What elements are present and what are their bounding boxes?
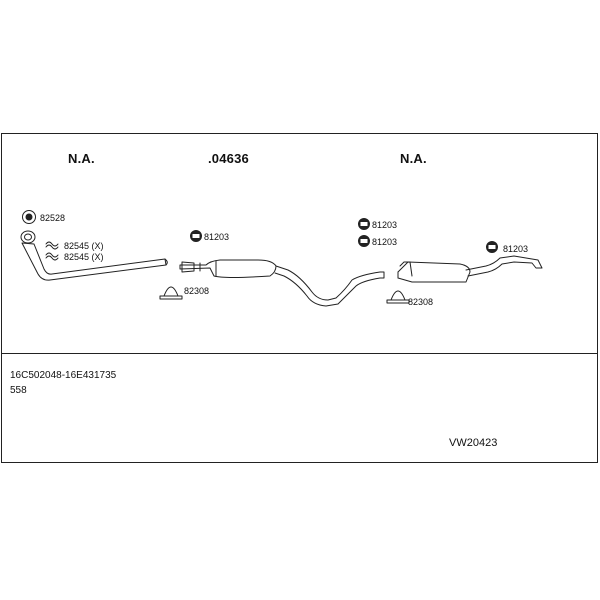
middle-pipe-silencer	[179, 259, 385, 307]
spring-clip-icon	[45, 241, 59, 250]
spring-clip-icon	[45, 252, 59, 261]
vehicle-number: 558	[10, 385, 27, 396]
vehicle-codes: 16C502048-16E431735	[10, 370, 117, 381]
rubber-hanger-icon	[358, 235, 370, 247]
rubber-hanger-icon	[358, 218, 370, 230]
ring-gasket-icon	[22, 210, 36, 224]
part-number-clip: 82545 (X)	[64, 241, 104, 251]
part-number-clamp: 82308	[184, 286, 210, 296]
part-number-hanger: 81203	[503, 244, 529, 254]
rubber-hanger-icon	[190, 230, 202, 242]
header-na-left: N.A.	[68, 151, 95, 166]
footer-divider	[1, 353, 598, 354]
part-number-hanger: 81203	[204, 232, 230, 242]
rear-silencer-tailpipe	[397, 255, 543, 283]
part-number-hanger: 81203	[372, 237, 398, 247]
rubber-hanger-icon	[486, 241, 498, 253]
part-number-hanger: 81203	[372, 220, 398, 230]
part-number-ring: 82528	[40, 213, 66, 223]
header-group-number: .04636	[208, 151, 249, 166]
article-number: VW20423	[449, 437, 498, 449]
pipe-clamp-icon	[159, 286, 183, 300]
header-na-right: N.A.	[400, 151, 427, 166]
part-number-clamp: 82308	[408, 297, 434, 307]
part-number-clip: 82545 (X)	[64, 252, 104, 262]
front-pipe	[20, 230, 168, 281]
diagram-frame	[1, 133, 598, 463]
pipe-clamp-icon	[386, 290, 410, 304]
